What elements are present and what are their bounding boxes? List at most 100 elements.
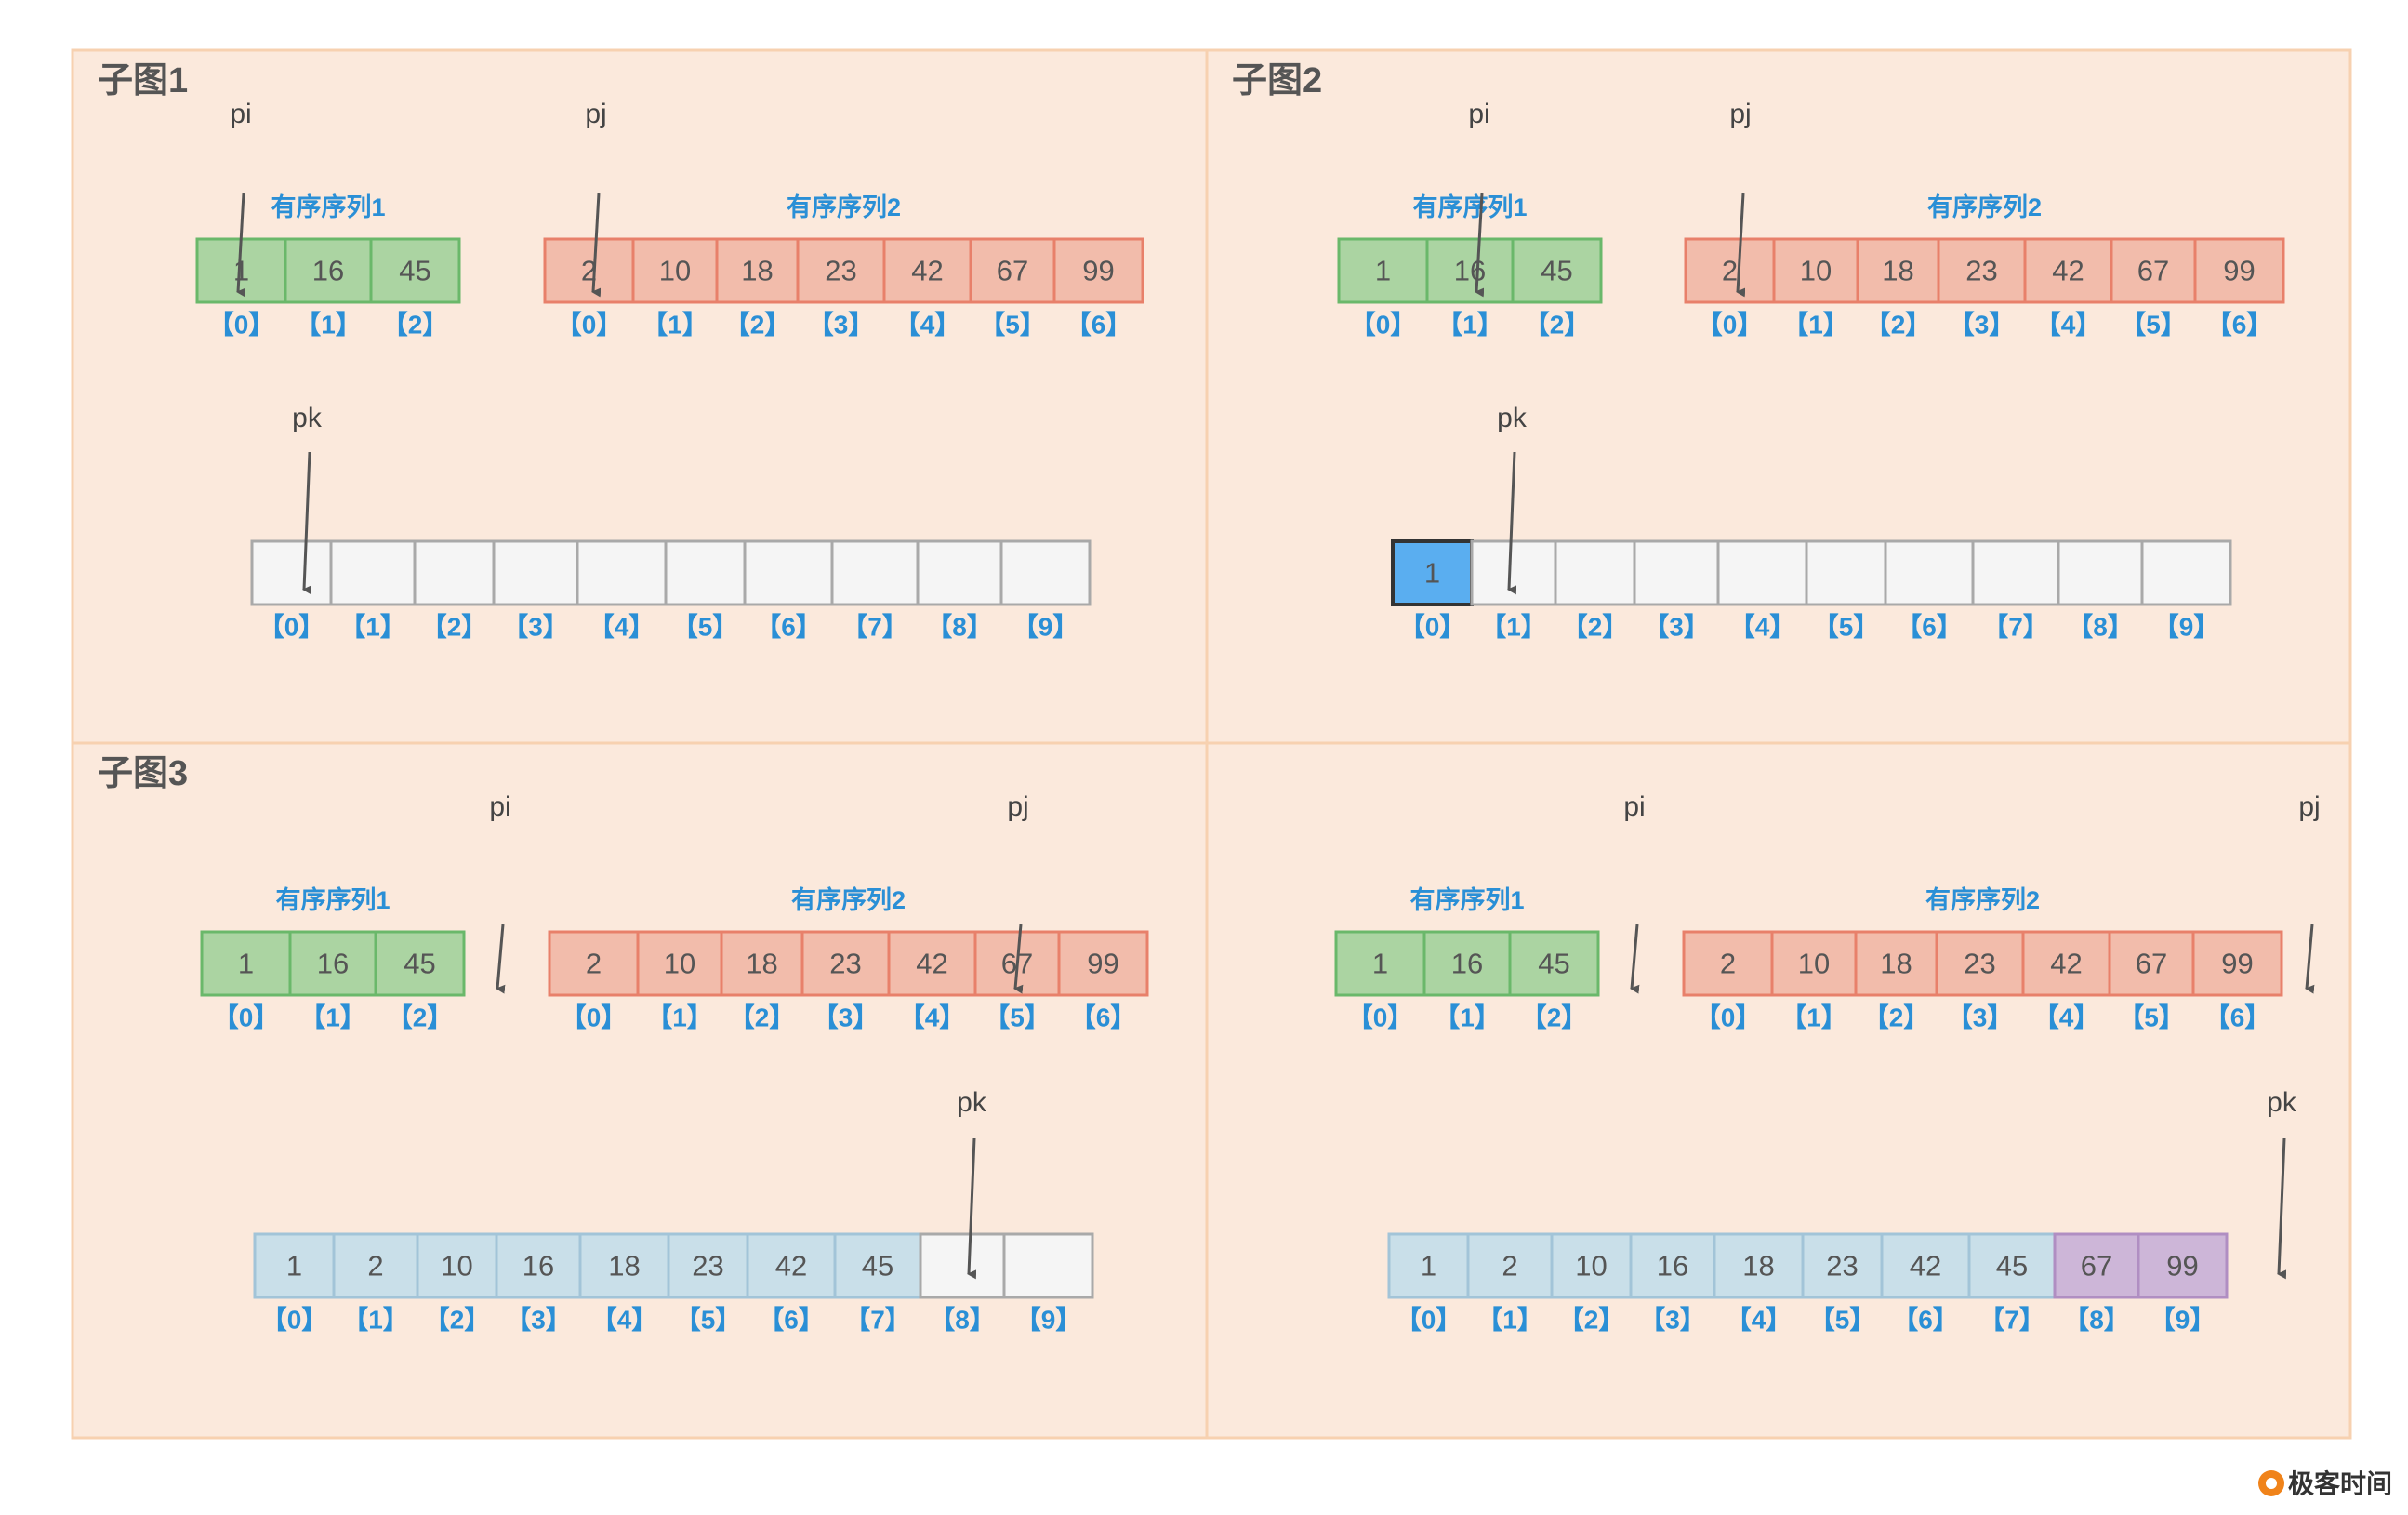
seq2-cell: 67【5】: [969, 237, 1056, 339]
seq2-index-label: 【1】: [642, 311, 708, 339]
result-index-label: 【0】: [1396, 1306, 1462, 1335]
seq2-index-label: 【3】: [1949, 311, 2016, 339]
result-cell: 16【3】: [1629, 1232, 1716, 1335]
pointer-pi-arrow: [236, 193, 246, 298]
result-cell-value: 16: [1657, 1250, 1688, 1282]
result-cell-box: [332, 1232, 419, 1299]
seq2-cell-value: 10: [1798, 948, 1830, 980]
result-cell-box: [1801, 1232, 1884, 1299]
pointer-pk-label: pk: [292, 403, 323, 433]
seq1-label: 有序序列1: [271, 193, 385, 221]
result-cell-box: [916, 539, 1003, 606]
result-cell: 45【7】: [1967, 1232, 2057, 1335]
seq1-cell-box: [288, 930, 377, 997]
seq1-cell-box: [284, 237, 373, 304]
result-index-label: 【1】: [339, 613, 406, 642]
result-index-label: 【0】: [258, 613, 325, 642]
result-cell: 【3】: [492, 539, 579, 642]
result-cell-box: [830, 539, 920, 606]
result-cell-box: [1466, 1232, 1554, 1299]
result-index-label: 【1】: [1480, 613, 1547, 642]
result-index-label: 【2】: [1558, 1306, 1625, 1335]
seq2-cell-value: 10: [659, 255, 691, 287]
result-cell-value: 16: [523, 1250, 554, 1282]
seq2-label: 有序序列2: [1927, 193, 2042, 221]
result-cell: 【6】: [743, 539, 834, 642]
pointer-pj-label: pj: [1729, 99, 1751, 129]
seq1-index-label: 【1】: [295, 311, 362, 339]
result-cell-box: [413, 539, 496, 606]
seq1-cell: 16【1】: [1425, 237, 1515, 339]
result-index-label: 【3】: [1643, 613, 1710, 642]
result-cell: 【9】: [2140, 539, 2232, 642]
result-cell: 【9】: [1002, 1232, 1094, 1335]
result-cell: 10【2】: [416, 1232, 498, 1335]
seq2-cell: 18 【2】: [1854, 930, 1938, 1032]
seq1-cell-box: [374, 930, 466, 997]
result-cell-box: [578, 1232, 670, 1299]
seq2-cell-value: 99: [2223, 255, 2255, 287]
seq2-index-label: 【0】: [561, 1003, 628, 1032]
seq2-cell-value: 2: [1722, 255, 1738, 287]
seq2-index-label: 【0】: [1697, 311, 1764, 339]
seq2-label: 有序序列2: [787, 193, 901, 221]
result-cell-box: [1971, 539, 2060, 606]
panel-title: 子图1: [98, 61, 188, 100]
panel-background: [1205, 48, 2352, 745]
seq2-index-label: 【3】: [808, 311, 875, 339]
seq2-cell-box: [1052, 237, 1144, 304]
seq2-cell-box: [1935, 930, 2025, 997]
seq1-cell: 1【0】: [1334, 930, 1426, 1032]
seq2-index-label: 【6】: [1065, 311, 1132, 339]
result-index-label: 【7】: [1978, 1306, 2045, 1335]
seq2-cell: 10【1】: [1772, 237, 1859, 339]
seq2-cell: 42【4】: [887, 930, 977, 1032]
seq2-label: 有序序列2: [1925, 885, 2040, 914]
result-cell-box: [2053, 1232, 2140, 1299]
result-cell: 【8】: [916, 539, 1003, 642]
seq2-cell-box: [800, 930, 891, 997]
result-cell: 1【0】: [253, 1232, 336, 1335]
seq2-row: 2【0】10【1】18【2】23【3】42【4】67【5】99【6】: [543, 237, 1144, 339]
result-cell-box: [2140, 539, 2232, 606]
seq2-cell: 99【6】: [2191, 930, 2283, 1032]
seq1-index-label: 【2】: [382, 311, 449, 339]
result-cell: 18【4】: [1713, 1232, 1805, 1335]
pointer-pj-arrow: [1736, 193, 1746, 298]
result-cell: 【6】: [1884, 539, 1975, 642]
seq2-cell-value: 10: [664, 948, 695, 980]
result-cell: 【8】: [919, 1232, 1006, 1335]
seq2-label: 有序序列2: [791, 885, 906, 914]
result-cell-box: [576, 539, 668, 606]
seq1-label: 有序序列1: [1412, 193, 1527, 221]
seq1-cell-value: 16: [1454, 255, 1486, 287]
seq2-cell-value: 18: [1880, 948, 1912, 980]
seq1-index-label: 【0】: [213, 1003, 280, 1032]
seq2-index-label: 【2】: [1863, 1003, 1930, 1032]
result-index-label: 【4】: [1729, 613, 1796, 642]
pointer-pi-arrow: [496, 924, 506, 994]
result-cell: 【5】: [1805, 539, 1887, 642]
seq2-cell: 10【1】: [1770, 930, 1858, 1032]
result-row: 1【0】2【1】10【2】16【3】18【4】23【5】42【6】45【7】【8…: [253, 1232, 1094, 1335]
seq2-index-label: 【5】: [2118, 1003, 2185, 1032]
result-index-label: 【6】: [1896, 613, 1963, 642]
result-cell-box: [1805, 539, 1887, 606]
pointer-pi-label: pi: [230, 99, 251, 129]
result-cell-value: 1: [286, 1250, 302, 1282]
seq2-index-label: 【4】: [894, 311, 961, 339]
seq2-cell: 10 【1】: [631, 237, 719, 339]
seq2-cell-box: [2191, 930, 2283, 997]
result-index-label: 【2】: [1562, 613, 1629, 642]
result-cell-box: [743, 539, 834, 606]
seq2-cell: 67【5】: [2110, 237, 2197, 339]
seq2-cell-box: [2110, 237, 2197, 304]
pointer-pk-label: pk: [957, 1087, 987, 1118]
seq1-cell-box: [1511, 237, 1603, 304]
seq1-cell: 16【1】: [284, 237, 373, 339]
seq2-cell-value: 23: [825, 255, 856, 287]
seq2-cell-value: 2: [586, 948, 602, 980]
seq2-cell-box: [1772, 237, 1859, 304]
result-cell-box: [2137, 1232, 2229, 1299]
